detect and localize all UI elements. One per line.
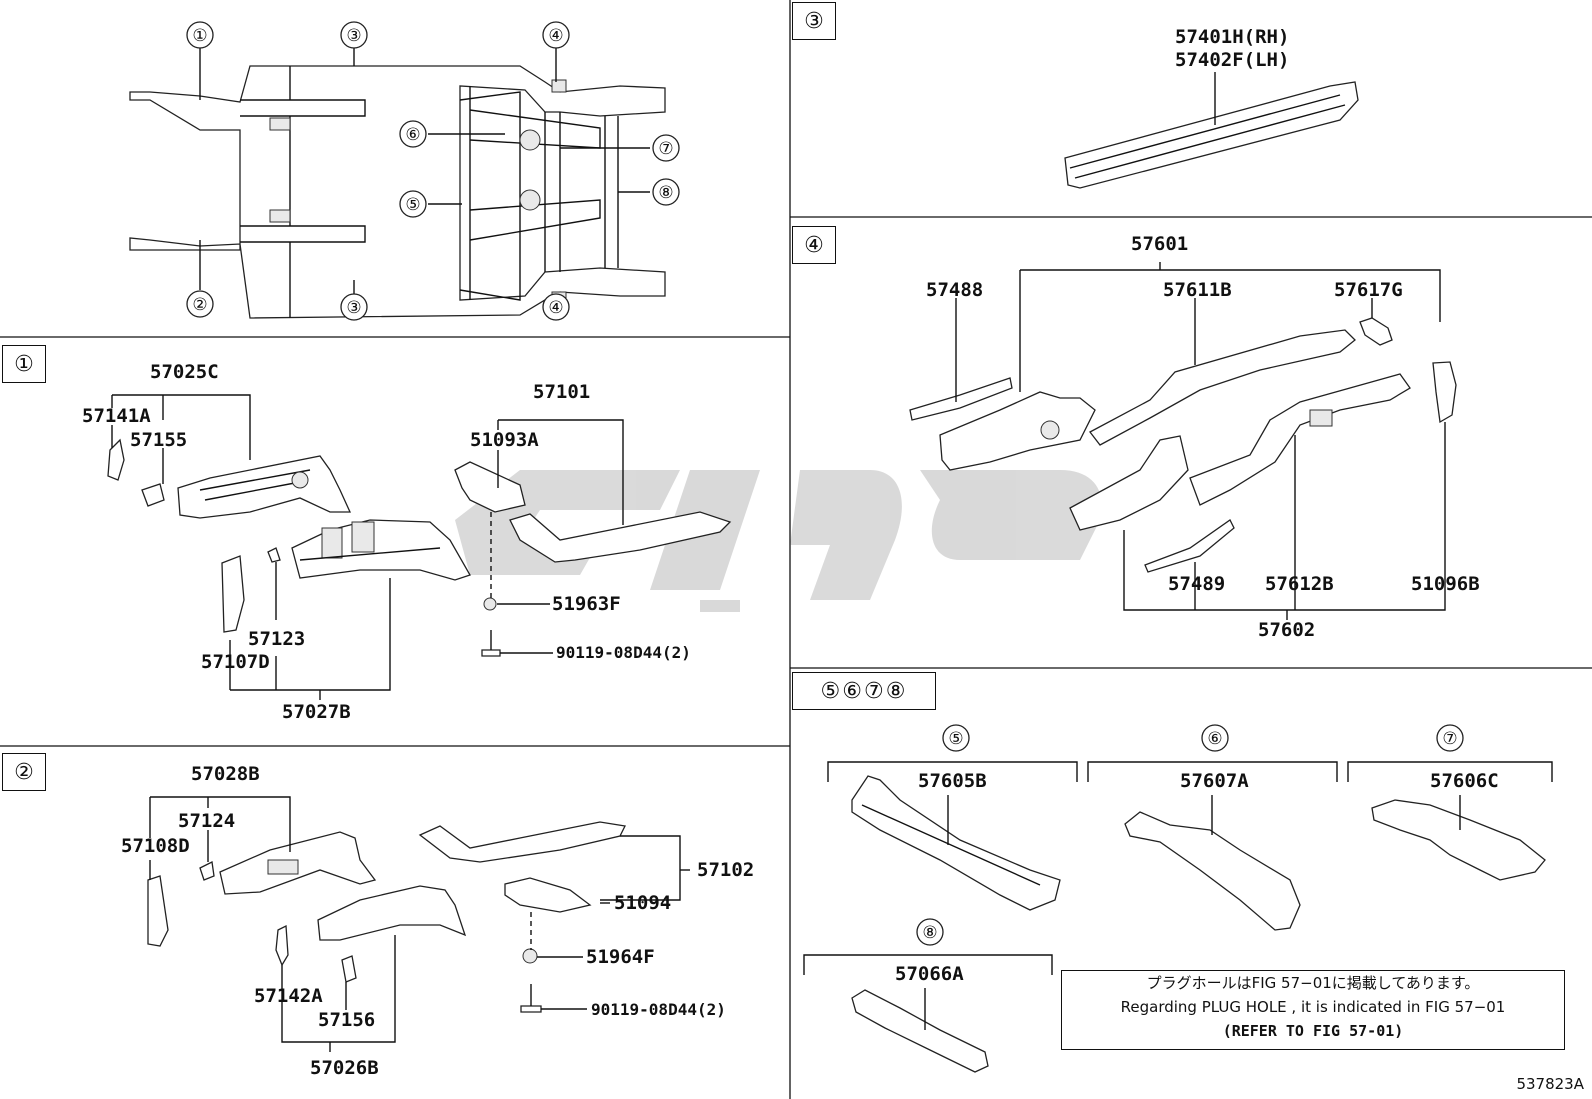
note-english: Regarding PLUG HOLE , it is indicated in… [1120,998,1506,1016]
part-57611B: 57611B [1163,279,1232,301]
section-5-callout: ⑤ [948,729,963,749]
callout-1: ① [192,26,207,46]
part-57617G: 57617G [1334,279,1403,301]
section-4-drawing [909,317,1457,573]
part-90119-08D44-2: 90119-08D44(2) [591,1000,726,1019]
callout-7: ⑦ [658,139,673,159]
part-57026B: 57026B [310,1057,379,1079]
section-5678-labels: 57605B 57607A 57606C 57066A [895,770,1499,985]
section-3-drawing [1064,81,1359,189]
section-3-labels: 57401H(RH) 57402F(LH) [1175,26,1289,71]
part-57605B: 57605B [918,770,987,792]
part-57402F: 57402F(LH) [1175,49,1289,71]
overview-callouts: ① ② ③ ③ ④ ④ ⑤ ⑥ ⑦ ⑧ [186,21,680,321]
section-4-leaders [955,262,1446,620]
part-57489: 57489 [1168,573,1225,595]
section-2-labels: 57028B 57124 57108D 57102 51094 51964F 9… [121,763,754,1079]
part-51964F: 51964F [586,946,655,968]
overview-leaders [199,48,650,304]
part-57612B: 57612B [1265,573,1334,595]
callout-3-bottom: ③ [346,298,361,318]
section-5678-leaders [803,761,1553,1030]
part-57123: 57123 [248,628,305,650]
part-57025C: 57025C [150,361,219,383]
part-57066A: 57066A [895,963,964,985]
part-57142A: 57142A [254,985,323,1007]
part-57108D: 57108D [121,835,190,857]
note-refer: (REFER TO FIG 57-01) [1222,1022,1404,1040]
callout-2: ② [192,295,207,315]
part-57606C: 57606C [1430,770,1499,792]
section-4-labels: 57601 57488 57611B 57617G 57489 57612B 5… [926,233,1480,641]
part-57102: 57102 [697,859,754,881]
part-51096B: 51096B [1411,573,1480,595]
part-51093A: 51093A [470,429,539,451]
section-1-tag: ① [2,345,46,383]
part-57101: 57101 [533,381,590,403]
section-6-callout: ⑥ [1207,729,1222,749]
callout-8: ⑧ [658,183,673,203]
section-5678-tag: ⑤⑥⑦⑧ [792,672,936,710]
part-57124: 57124 [178,810,235,832]
part-57488: 57488 [926,279,983,301]
section-7-callout: ⑦ [1442,729,1457,749]
section-3-tag: ③ [792,2,836,40]
part-57156: 57156 [318,1009,375,1031]
section-1-leaders [111,394,624,700]
section-5678-circles: ⑤ ⑥ ⑦ ⑧ [916,724,1464,946]
callout-6: ⑥ [405,125,420,145]
section-1-labels: 57025C 57141A 57155 57101 51093A 51963F … [82,361,691,723]
section-2-tag: ② [2,753,46,791]
part-57601: 57601 [1131,233,1188,255]
note-japanese: プラグホールはFIG 57−01に掲載してあります。 [1146,974,1480,992]
callout-5: ⑤ [405,195,420,215]
part-57027B: 57027B [282,701,351,723]
section-5678-drawing [851,775,1546,1073]
overview-frame-drawing [129,65,666,319]
plug-hole-note: プラグホールはFIG 57−01に掲載してあります。 Regarding PLU… [1061,970,1565,1050]
section-1-drawing [107,438,732,657]
part-57028B: 57028B [191,763,260,785]
part-57401H: 57401H(RH) [1175,26,1289,48]
part-90119-08D44: 90119-08D44(2) [556,643,691,662]
section-2-drawing [147,821,626,1013]
part-57141A: 57141A [82,405,151,427]
section-2-leaders [149,796,690,1052]
section-8-callout: ⑧ [922,923,937,943]
callout-4-top: ④ [548,26,563,46]
part-57607A: 57607A [1180,770,1249,792]
section-4-tag: ④ [792,226,836,264]
part-51963F: 51963F [552,593,621,615]
document-number: 537823A [1516,1075,1584,1093]
part-57107D: 57107D [201,651,270,673]
part-57155: 57155 [130,429,187,451]
part-57602: 57602 [1258,619,1315,641]
part-51094: 51094 [614,892,671,914]
callout-4-bottom: ④ [548,298,563,318]
callout-3-top: ③ [346,26,361,46]
